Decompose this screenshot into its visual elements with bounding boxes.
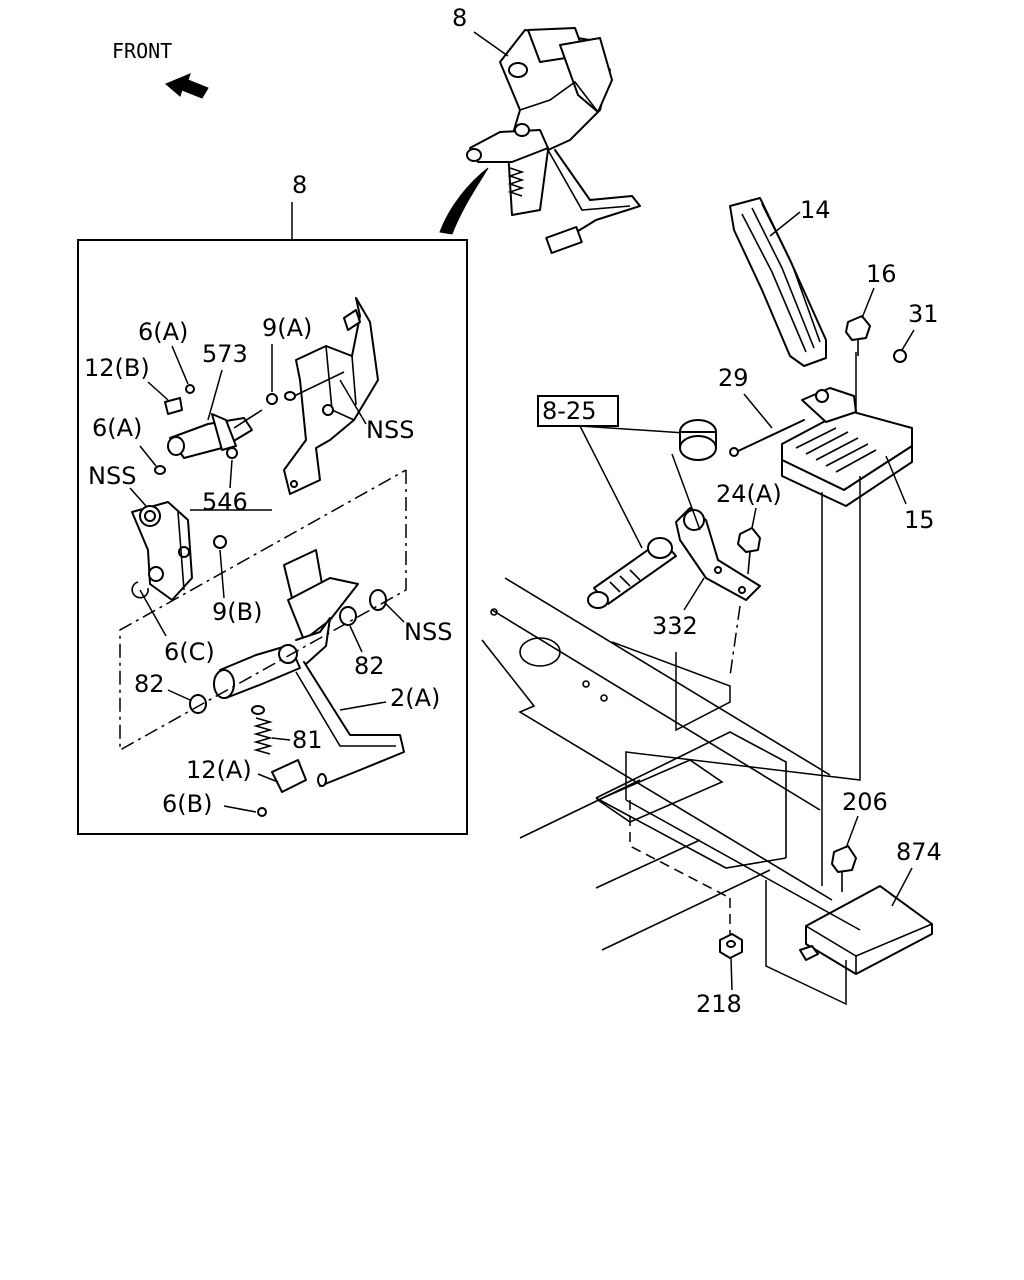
bolt-206 xyxy=(831,845,857,892)
ref-box-8-25 xyxy=(537,395,619,427)
callout-31: 31 xyxy=(908,300,939,328)
callout-detail-box: 8 xyxy=(292,171,307,199)
callout-9a: 9(A) xyxy=(262,314,312,342)
pedal-arm-2a xyxy=(213,549,405,787)
bushing-82-right xyxy=(339,606,357,626)
spring-81 xyxy=(253,717,273,755)
pin-12a xyxy=(271,759,307,793)
left-bracket xyxy=(131,501,193,601)
callout-top-assembly: 8 xyxy=(452,4,467,32)
floor-panel xyxy=(481,577,833,951)
bolt-16 xyxy=(845,315,871,356)
callout-546: 546 xyxy=(202,488,248,516)
callout-6c: 6(C) xyxy=(164,638,215,666)
nut-31 xyxy=(893,349,907,363)
callout-nss-top: NSS xyxy=(366,416,414,444)
callout-573: 573 xyxy=(202,340,248,368)
callout-12a: 12(A) xyxy=(186,756,252,784)
callout-14: 14 xyxy=(800,196,831,224)
callout-12b: 12(B) xyxy=(84,354,150,382)
callout-82-left: 82 xyxy=(134,670,165,698)
front-arrow-icon xyxy=(165,73,209,99)
callout-nss-right: NSS xyxy=(404,618,452,646)
accelerator-pedal-14 xyxy=(729,197,827,367)
callout-6a-top: 6(A) xyxy=(138,318,188,346)
callout-6b: 6(B) xyxy=(162,790,212,818)
callout-9b: 9(B) xyxy=(212,598,262,626)
callout-218: 218 xyxy=(696,990,742,1018)
callout-206: 206 xyxy=(842,788,888,816)
callout-29: 29 xyxy=(718,364,749,392)
pedal-base-15 xyxy=(781,387,913,507)
callout-ref-box: 8-25 xyxy=(542,397,596,425)
callout-332: 332 xyxy=(652,612,698,640)
callout-16: 16 xyxy=(866,260,897,288)
lever-573 xyxy=(164,397,263,459)
pedal-assembly-8 xyxy=(439,27,641,254)
bracket-874 xyxy=(799,885,933,975)
callout-82-right: 82 xyxy=(354,652,385,680)
callout-24a: 24(A) xyxy=(716,480,782,508)
callout-6a-mid: 6(A) xyxy=(92,414,142,442)
front-label: FRONT xyxy=(112,39,172,63)
nut-218 xyxy=(719,933,743,959)
callout-81: 81 xyxy=(292,726,323,754)
callout-nss-left: NSS xyxy=(88,462,136,490)
callout-874: 874 xyxy=(896,838,942,866)
detail-frame xyxy=(77,239,468,835)
callout-2a: 2(A) xyxy=(390,684,440,712)
upper-bracket xyxy=(283,297,379,495)
bolt-24a xyxy=(737,527,761,575)
callout-15: 15 xyxy=(904,506,935,534)
shaft-assembly xyxy=(587,419,761,609)
